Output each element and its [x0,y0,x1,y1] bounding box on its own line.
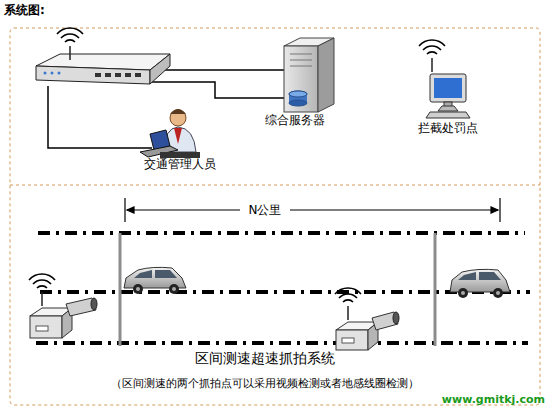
device-label: 综合服务器 [250,112,340,129]
car-icon [450,269,510,298]
server-icon [284,38,334,112]
device-node: 交通管理人员 [130,156,230,173]
device-node: 拦截处罚点 [405,120,491,137]
diagram-title: 系统图: [4,2,45,19]
outer-frame [10,28,540,405]
device-label: 拦截处罚点 [405,120,491,137]
distance-label: N公里 [238,202,292,219]
road-lane [36,233,530,343]
person-icon [140,109,200,158]
system-caption: 区间测速超速抓拍系统 [0,350,530,368]
distance-marker [125,198,500,222]
car-icon [124,267,186,294]
device-node: 综合服务器 [250,112,340,129]
camera-icon [335,288,399,350]
section-divider [10,185,540,186]
caption-note: （区间测速的两个抓拍点可以采用视频检测或者地感线圈检测） [0,376,530,391]
router-icon [36,28,170,84]
device-label: 交通管理人员 [130,156,230,173]
capture-line [120,233,435,346]
watermark: www.gmitkj.com [420,393,545,406]
camera-icon [29,274,97,338]
terminal-icon [419,40,470,118]
